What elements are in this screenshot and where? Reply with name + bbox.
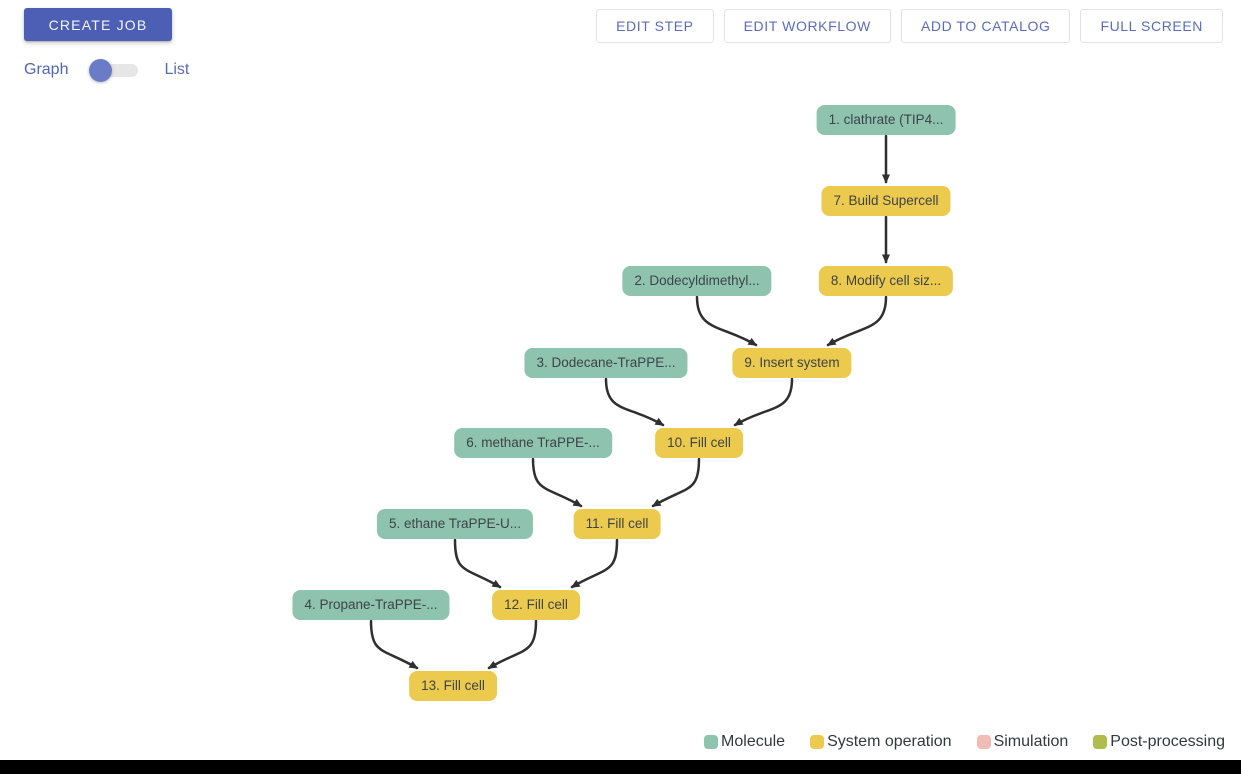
legend-label: Molecule [721, 733, 786, 750]
workflow-node-2[interactable]: 2. Dodecyldimethyl... [622, 266, 772, 296]
workflow-edge-5-12 [453, 538, 502, 589]
workflow-node-6[interactable]: 6. methane TraPPE-... [454, 428, 612, 458]
workflow-edge-12-13 [487, 619, 538, 670]
workflow-edge-11-12 [570, 538, 619, 589]
workflow-node-5[interactable]: 5. ethane TraPPE-U... [376, 509, 534, 539]
workflow-node-11[interactable]: 11. Fill cell [573, 509, 661, 539]
legend-item-post-processing: Post-processing [1093, 733, 1225, 751]
legend-label: System operation [827, 733, 952, 750]
workflow-node-8[interactable]: 8. Modify cell siz... [818, 266, 954, 296]
workflow-edge-8-9 [826, 295, 888, 347]
workflow-edge-10-11 [651, 457, 701, 508]
workflow-node-9[interactable]: 9. Insert system [732, 348, 852, 378]
simulation-swatch-icon [976, 735, 991, 749]
workflow-edge-3-10 [604, 377, 665, 427]
graph-list-toggle[interactable] [89, 58, 139, 82]
workflow-node-12[interactable]: 12. Fill cell [492, 590, 580, 620]
legend: Molecule System operation Simulation Post-p… [704, 733, 1225, 751]
legend-label: Post-processing [1110, 733, 1225, 750]
list-view-label[interactable]: List [164, 61, 190, 78]
workflow-edge-4-13 [369, 619, 419, 670]
legend-item-molecule: Molecule [704, 733, 785, 751]
toolbar-actions: EDIT STEP EDIT WORKFLOW ADD TO CATALOG F… [596, 9, 1223, 43]
workflow-edge-9-10 [733, 377, 794, 427]
edit-workflow-button[interactable]: EDIT WORKFLOW [723, 9, 891, 43]
legend-item-system-operation: System operation [810, 733, 952, 751]
workflow-node-7[interactable]: 7. Build Supercell [821, 186, 951, 216]
create-job-button[interactable]: CREATE JOB [24, 8, 172, 41]
workflow-node-4[interactable]: 4. Propane-TraPPE-... [292, 590, 450, 620]
workflow-node-3[interactable]: 3. Dodecane-TraPPE... [524, 348, 688, 378]
legend-item-simulation: Simulation [976, 733, 1069, 751]
workflow-node-13[interactable]: 13. Fill cell [409, 671, 497, 701]
view-toggle: Graph List [24, 57, 189, 83]
edit-step-button[interactable]: EDIT STEP [596, 9, 714, 43]
toggle-knob[interactable] [89, 58, 113, 82]
workflow-edge-6-11 [531, 457, 583, 508]
workflow-edge-2-9 [695, 295, 758, 347]
system-operation-swatch-icon [810, 735, 825, 749]
legend-label: Simulation [993, 733, 1069, 750]
graph-view-label[interactable]: Graph [24, 61, 69, 78]
post-processing-swatch-icon [1093, 735, 1108, 749]
molecule-swatch-icon [704, 735, 719, 749]
workflow-node-1[interactable]: 1. clathrate (TIP4... [816, 105, 956, 135]
add-to-catalog-button[interactable]: ADD TO CATALOG [900, 9, 1071, 43]
full-screen-button[interactable]: FULL SCREEN [1080, 9, 1223, 43]
workflow-node-10[interactable]: 10. Fill cell [655, 428, 743, 458]
bottom-bar [0, 760, 1241, 774]
